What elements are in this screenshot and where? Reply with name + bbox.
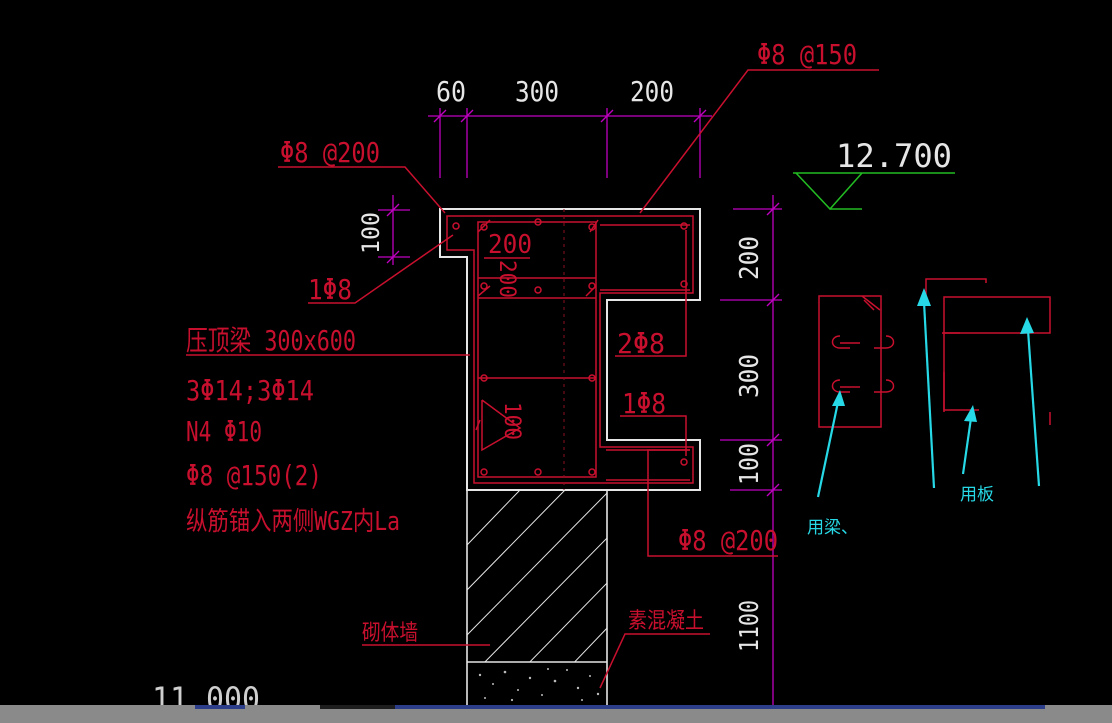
label-inner-200: 200	[488, 230, 532, 260]
top-dimension-chain	[428, 108, 712, 178]
status-bar-segment	[320, 705, 395, 709]
dim-right-1100: 1100	[735, 600, 765, 652]
level-top-12700: 12.700	[836, 137, 952, 175]
label-inner-200-rotated: 200	[494, 260, 519, 298]
status-bar-segment	[195, 705, 245, 709]
right-dimension-chain	[720, 195, 782, 705]
plain-concrete-dots	[478, 668, 600, 702]
beam-note-line-1: 压顶梁 300x600	[186, 324, 356, 357]
dim-right-200: 200	[735, 236, 765, 280]
status-bar	[0, 705, 1112, 723]
label-bar-1phi8-left: 1Φ8	[308, 273, 352, 306]
dim-top-60: 60	[436, 75, 466, 108]
annotation-slab-note: 用板	[960, 485, 994, 505]
dim-top-200: 200	[630, 75, 674, 108]
status-bar-segment	[395, 705, 1045, 709]
left-dimension-100	[378, 195, 410, 265]
level-marker-icon	[793, 172, 955, 211]
label-inner-100-rotated: 100	[499, 402, 524, 440]
beam-note-line-3: N4 Φ10	[186, 415, 262, 448]
label-top-stirrup: Φ8 @150	[757, 38, 857, 71]
label-bar-2phi8: 2Φ8	[617, 327, 665, 360]
label-masonry-wall: 砌体墙	[362, 621, 418, 646]
leader-lines	[186, 69, 879, 689]
beam-note-line-4: Φ8 @150(2)	[186, 459, 322, 492]
dim-right-100: 100	[735, 443, 765, 485]
slab-stirrup-detail	[925, 278, 1051, 425]
annotation-beam-note: 用梁、	[807, 518, 858, 538]
section-outline	[439, 208, 701, 491]
dim-top-300: 300	[515, 75, 559, 108]
label-bar-1phi8-right: 1Φ8	[622, 387, 666, 420]
masonry-wall-hatch	[467, 490, 607, 662]
wall-outline	[466, 490, 608, 705]
longitudinal-bars	[452, 218, 688, 476]
beam-note-line-5: 纵筋锚入两侧WGZ内La	[186, 507, 400, 537]
label-left-stirrup: Φ8 @200	[280, 136, 380, 169]
arrow-icon	[816, 288, 1041, 498]
dim-right-300: 300	[735, 354, 765, 398]
beam-note-line-2: 3Φ14;3Φ14	[186, 374, 314, 407]
beam-stirrup-detail	[818, 295, 895, 428]
dim-left-100: 100	[357, 212, 385, 254]
label-plain-concrete: 素混凝土	[628, 609, 704, 634]
label-bottom-stirrup: Φ8 @200	[678, 524, 778, 557]
